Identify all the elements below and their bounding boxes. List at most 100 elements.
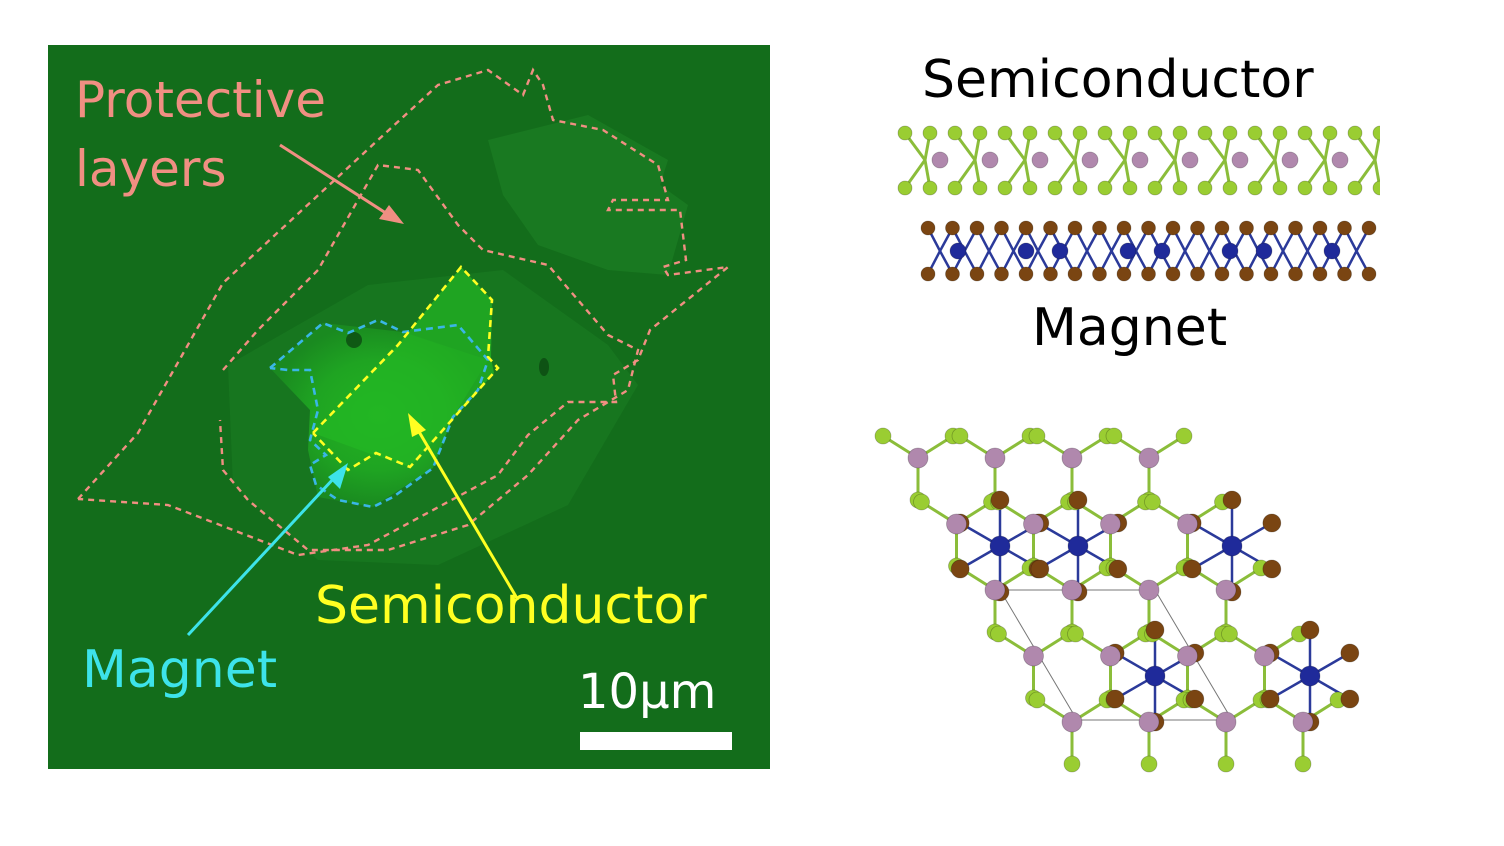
- ligand-atom: [1288, 266, 1303, 282]
- chalcogen-atom: [1297, 180, 1313, 196]
- ligand-atom: [994, 266, 1009, 282]
- chalcogen-atom: [1067, 625, 1084, 643]
- magnet-metal-atom: [1255, 242, 1273, 260]
- chalcogen-atom: [913, 493, 930, 511]
- chalcogen-atom: [1172, 125, 1188, 141]
- magnet-metal-atom: [989, 535, 1011, 557]
- ligand-atom: [1340, 689, 1360, 709]
- ligand-atom: [1260, 689, 1280, 709]
- protective-arrow-line: [279, 143, 393, 219]
- metal-atom: [1215, 711, 1237, 733]
- chalcogen-atom: [1147, 125, 1163, 141]
- ligand-atom: [1105, 689, 1125, 709]
- ligand-atom: [1263, 220, 1279, 236]
- protective-arrow-head: [379, 205, 404, 224]
- ligand-atom: [1190, 220, 1205, 236]
- metal-atom: [1138, 579, 1160, 601]
- chalcogen-atom: [1097, 125, 1113, 141]
- chalcogen-atom: [1322, 180, 1338, 196]
- ligand-atom: [1337, 220, 1352, 236]
- chalcogen-atom: [1372, 180, 1380, 196]
- chalcogen-atom: [1347, 180, 1363, 196]
- chalcogen-atom: [951, 427, 969, 445]
- ligand-atom: [1214, 266, 1230, 282]
- metal-atom: [1061, 447, 1083, 469]
- metal-atom: [1177, 513, 1198, 535]
- chalcogen-atom: [1022, 180, 1038, 196]
- semiconductor-label-micrograph: Semiconductor: [315, 576, 707, 636]
- chalcogen-atom: [1222, 180, 1238, 196]
- ligand-atom: [990, 490, 1010, 510]
- ligand-atom: [1361, 220, 1377, 236]
- metal-atom: [981, 151, 999, 169]
- ligand-atom: [1018, 266, 1034, 282]
- top-view-bonds: [882, 434, 1354, 764]
- ligand-atom: [945, 220, 960, 236]
- ligand-atom: [1165, 220, 1181, 236]
- chalcogen-atom: [1028, 427, 1046, 445]
- metal-atom: [1100, 645, 1121, 667]
- ligand-atom: [1067, 220, 1083, 236]
- metal-atom: [1100, 513, 1121, 535]
- ligand-atom: [1262, 559, 1282, 579]
- metal-atom: [931, 151, 949, 169]
- protective-layers-label: Protective layers: [75, 66, 326, 204]
- magnet-metal-atom: [949, 242, 967, 260]
- magnet-metal-atom: [1051, 242, 1069, 260]
- magnet-label-micrograph: Magnet: [82, 640, 278, 700]
- protective-layer-outline-outer: [77, 67, 733, 557]
- chalcogen-atom: [1247, 180, 1263, 196]
- scale-bar-label: 10μm: [578, 664, 717, 720]
- metal-atom: [984, 447, 1006, 469]
- ligand-atom: [1312, 266, 1328, 282]
- semiconductor-arrow-line: [416, 429, 520, 601]
- dark-spot: [346, 332, 362, 348]
- chalcogen-atom: [1140, 755, 1158, 773]
- chalcogen-atom: [947, 180, 963, 196]
- chalcogen-atom: [1172, 180, 1188, 196]
- chalcogen-atom: [1222, 125, 1238, 141]
- magnet-metal-atom: [1221, 535, 1243, 557]
- magnet-arrow-head: [328, 463, 348, 489]
- semiconductor-flake-region: [313, 267, 494, 467]
- top-view-structure: [874, 427, 1360, 773]
- chalcogen-atom: [1197, 125, 1213, 141]
- magnet-metal-atom: [1299, 665, 1321, 687]
- micrograph-panel: [48, 45, 770, 769]
- ligand-atom: [1182, 559, 1202, 579]
- ligand-atom: [1018, 220, 1034, 236]
- chalcogen-atom: [1272, 125, 1288, 141]
- magnet-metal-atom: [1221, 242, 1239, 260]
- micrograph-image: [48, 45, 770, 769]
- metal-atom: [1292, 711, 1314, 733]
- chalcogen-atom: [1272, 180, 1288, 196]
- semiconductor-label-structure: Semiconductor: [922, 50, 1314, 110]
- chalcogen-atom: [1047, 125, 1063, 141]
- magnet-metal-atom: [1017, 242, 1035, 260]
- magnet-outline: [269, 318, 490, 509]
- chalcogen-atom: [1372, 125, 1380, 141]
- metal-atom: [1215, 579, 1237, 601]
- ligand-atom: [969, 266, 985, 282]
- metal-atom: [1281, 151, 1299, 169]
- magnet-metal-atom: [1144, 665, 1166, 687]
- ligand-atom: [920, 220, 936, 236]
- chalcogen-atom: [1028, 691, 1046, 709]
- ligand-atom: [1300, 620, 1320, 640]
- metal-atom: [1061, 711, 1083, 733]
- metal-atom: [1061, 579, 1083, 601]
- ligand-atom: [950, 559, 970, 579]
- semiconductor-outline: [312, 265, 500, 472]
- metal-atom: [946, 513, 967, 535]
- chalcogen-atom: [1221, 625, 1238, 643]
- chalcogen-atom: [972, 125, 988, 141]
- chalcogen-atom: [1217, 755, 1235, 773]
- metal-atom: [1131, 151, 1149, 169]
- chalcogen-atom: [1294, 755, 1312, 773]
- metal-atom: [984, 579, 1006, 601]
- ligand-atom: [1222, 490, 1242, 510]
- ligand-atom: [1043, 266, 1058, 282]
- ligand-atom: [1239, 220, 1254, 236]
- ligand-atom: [1145, 620, 1165, 640]
- scale-bar: [580, 732, 732, 750]
